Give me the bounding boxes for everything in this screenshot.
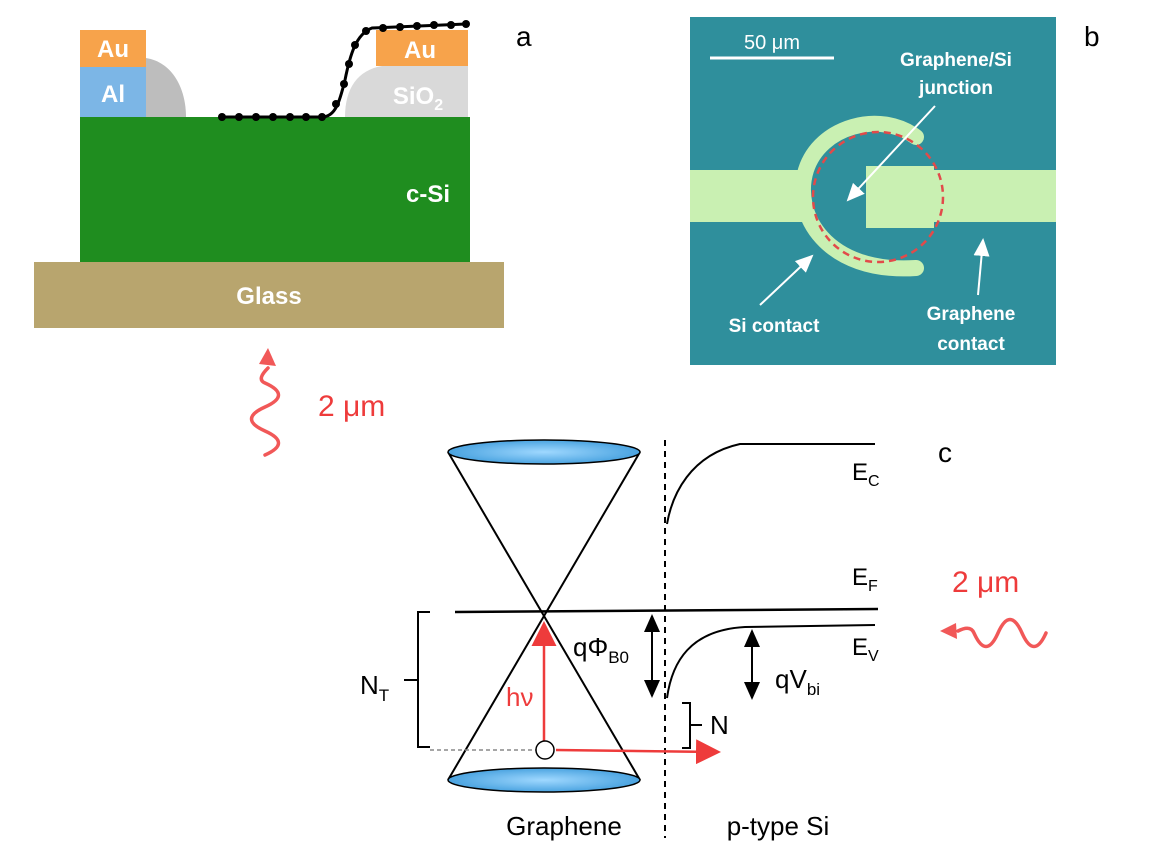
junction-label-line2: junction	[918, 78, 993, 99]
n-bracket	[682, 702, 702, 749]
fermi-level-line	[454, 607, 879, 614]
panel-a: Glass c-Si Al Au SiO2 Au a	[34, 20, 532, 457]
illumination-label-a: 2 μm	[318, 390, 385, 423]
cone-bottom-ellipse	[447, 767, 641, 793]
cone-line-2	[447, 451, 641, 781]
illumination-label-c: 2 μm	[952, 566, 1019, 599]
cone-top-ellipse	[447, 439, 641, 465]
conduction-band	[666, 443, 875, 525]
au-left-label: Au	[97, 36, 129, 63]
panel-c: c EC EF EV qΦB0 qVbi NT N hν	[360, 437, 1048, 841]
graphene-contact-square	[866, 166, 934, 228]
panel-b-label: b	[1084, 21, 1100, 52]
si-contact-ring	[794, 115, 924, 277]
au-right-layer	[376, 30, 468, 66]
panel-c-label: c	[938, 437, 952, 468]
built-in-potential-label: qVbi	[775, 664, 820, 699]
hole-transport-arrow	[555, 739, 721, 765]
glass-substrate	[34, 262, 504, 328]
csi-label: c-Si	[406, 181, 450, 208]
graphene-contact-label-line1: Graphene	[927, 304, 1016, 325]
sio2-label: SiO2	[393, 83, 443, 114]
hv-label: hν	[506, 682, 533, 712]
al-layer	[80, 67, 146, 117]
graphene-atoms	[218, 20, 470, 121]
nt-label: NT	[360, 670, 389, 705]
hole-circle	[535, 740, 555, 760]
si-contact-stripe	[690, 170, 808, 222]
grey-spacer	[146, 58, 186, 117]
ec-label: EC	[852, 459, 880, 490]
nt-bracket	[404, 611, 430, 748]
p-type-si-label: p-type Si	[727, 811, 830, 841]
panel-b: 50 μm Graphene/Si junction Si contact Gr…	[690, 17, 1100, 365]
ef-label: EF	[852, 564, 878, 595]
n-label: N	[710, 710, 729, 740]
si-contact-arrow	[759, 254, 814, 306]
valence-band	[666, 624, 876, 699]
barrier-height-label: qΦB0	[573, 632, 629, 667]
si-contact-label: Si contact	[729, 316, 820, 337]
panel-a-label: a	[516, 21, 532, 52]
junction-label-line1: Graphene/Si	[900, 50, 1012, 71]
graphene-label: Graphene	[506, 811, 622, 841]
scale-bar-label: 50 μm	[744, 32, 800, 54]
au-left-layer	[80, 30, 146, 67]
sio2-layer	[345, 66, 468, 117]
graphene-contact-label-line2: contact	[937, 334, 1005, 355]
wave-icon	[249, 348, 281, 457]
csi-layer	[80, 117, 470, 262]
junction-dashed-circle	[811, 130, 945, 264]
au-right-label: Au	[404, 37, 436, 64]
al-label: Al	[101, 81, 125, 108]
ev-label: EV	[852, 634, 879, 665]
graphene-contact-arrow	[973, 238, 990, 296]
glass-label: Glass	[236, 283, 301, 310]
junction-arrow	[846, 105, 936, 202]
wave-icon-right	[940, 617, 1048, 649]
